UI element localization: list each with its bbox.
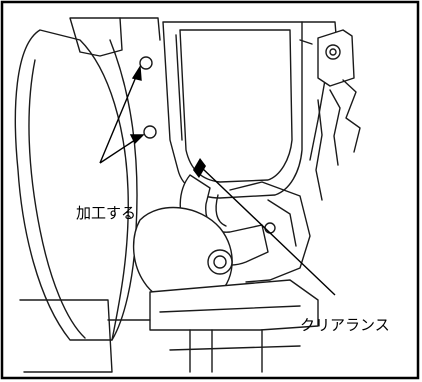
arrowhead-lower bbox=[129, 134, 145, 145]
label-machining: 加工する bbox=[76, 204, 136, 222]
lower-arm bbox=[229, 181, 311, 283]
clearance-marker bbox=[193, 158, 206, 178]
left-casing bbox=[14, 29, 129, 341]
housing-line-1 bbox=[175, 34, 183, 141]
leader-clearance bbox=[201, 167, 336, 296]
arrowhead-upper bbox=[131, 64, 142, 81]
connector-bolt-inner bbox=[329, 48, 337, 56]
bottom-plate-line bbox=[159, 305, 301, 313]
hex-bolt-inner bbox=[213, 255, 227, 269]
engine-drawing bbox=[14, 17, 361, 373]
leader-upper-hole bbox=[99, 71, 139, 164]
right-pipe-1 bbox=[342, 79, 361, 153]
elbow-inner bbox=[215, 194, 227, 227]
connector-bolt bbox=[325, 44, 341, 60]
right-pipe-3 bbox=[315, 99, 323, 201]
bolt-hole-upper bbox=[139, 56, 153, 70]
bottom-plate bbox=[149, 279, 319, 331]
bottom-cross bbox=[169, 345, 301, 351]
lower-arm-2 bbox=[267, 199, 297, 247]
central-housing-inner bbox=[179, 29, 293, 183]
bolt-hole-lower bbox=[143, 125, 157, 139]
right-pipe-2 bbox=[329, 89, 341, 166]
top-bracket bbox=[69, 17, 123, 57]
label-clearance: クリアランス bbox=[300, 316, 390, 334]
leader-lines bbox=[99, 64, 336, 296]
housing-line-2 bbox=[299, 39, 313, 45]
hex-bolt-outer bbox=[207, 249, 233, 275]
left-casing-inner bbox=[28, 59, 86, 339]
central-housing bbox=[162, 21, 303, 199]
leader-lower-hole bbox=[99, 137, 139, 164]
left-casing-edge bbox=[109, 39, 138, 341]
top-bracket-2 bbox=[119, 17, 161, 41]
left-lower-casing bbox=[19, 299, 113, 373]
